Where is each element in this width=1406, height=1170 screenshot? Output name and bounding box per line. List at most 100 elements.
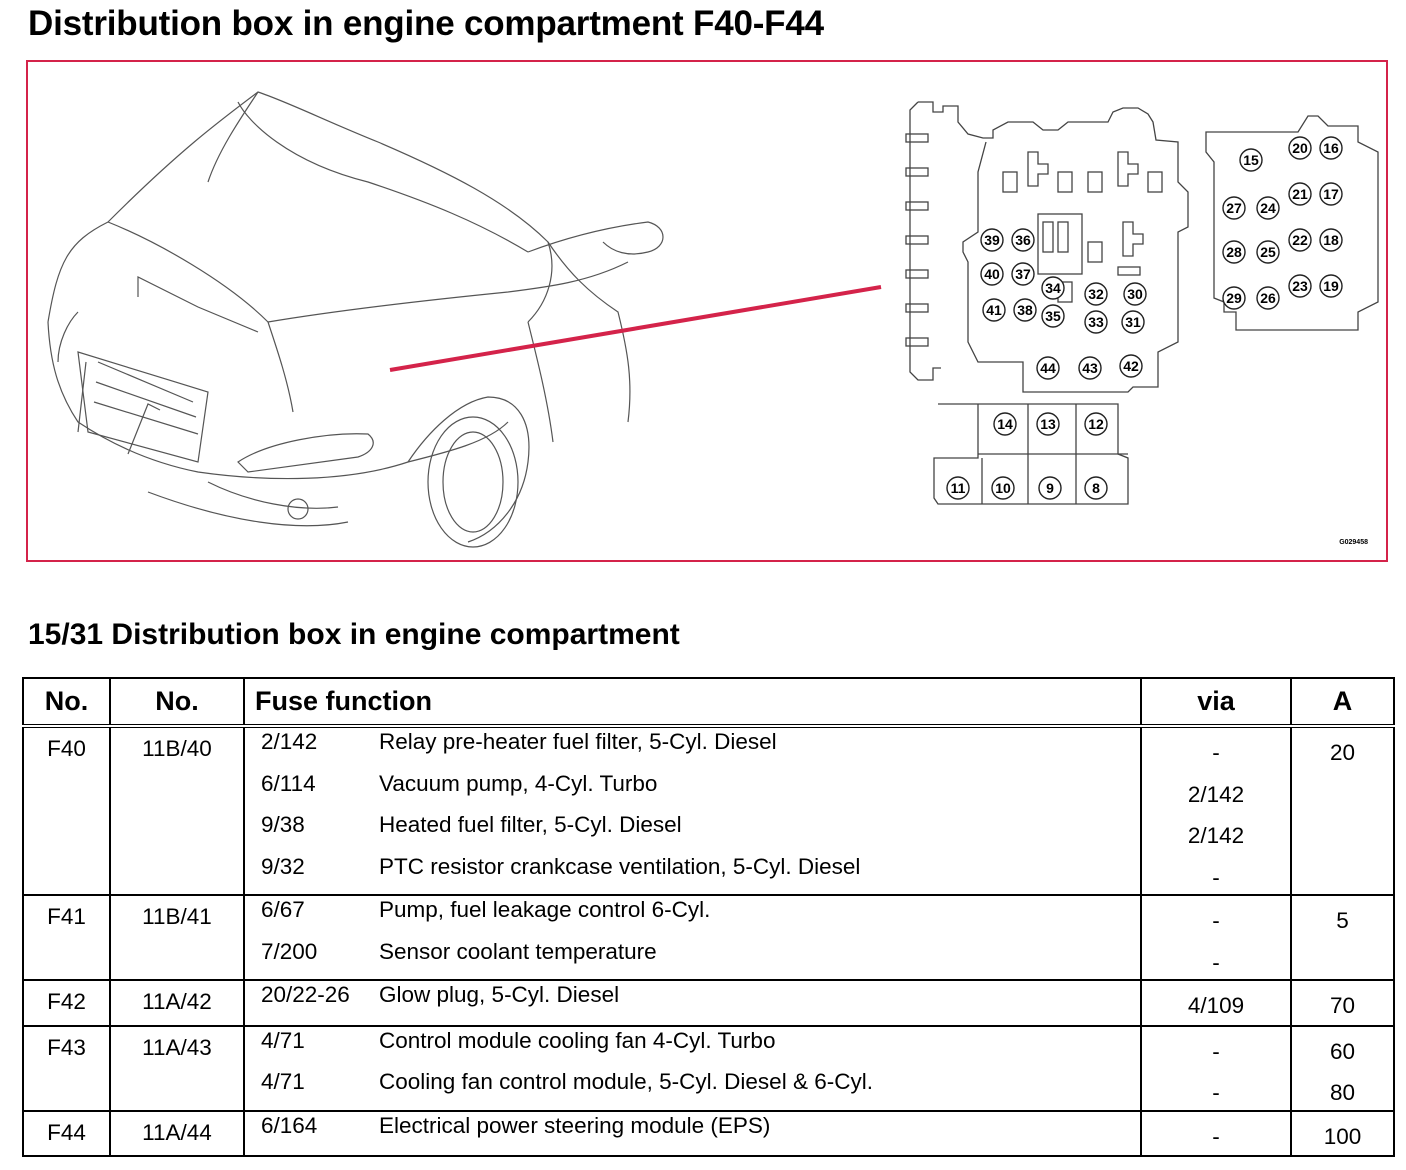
- amps-value: 5: [1336, 908, 1349, 933]
- fuse-marker-16: 16: [1319, 136, 1343, 160]
- header-no-fuse: No.: [22, 677, 111, 728]
- fuse-circle: [1038, 476, 1062, 500]
- cell-via: --: [1140, 1025, 1292, 1111]
- fuse-number: 19: [1323, 278, 1339, 294]
- fuse-number: 32: [1088, 286, 1104, 302]
- fuse-circle: [993, 412, 1017, 436]
- cell-position: 11A/44: [109, 1110, 245, 1156]
- fuse-number: 25: [1260, 244, 1276, 260]
- function-code: 9/32: [261, 853, 305, 879]
- amps-value: 70: [1329, 993, 1356, 1018]
- fuse-marker-20: 20: [1288, 136, 1312, 160]
- function-description: Cooling fan control module, 5-Cyl. Diese…: [379, 1069, 873, 1094]
- fuse-number: 44: [1040, 360, 1056, 376]
- fuse-circle: [1256, 240, 1280, 264]
- fuse-marker-12: 12: [1084, 412, 1108, 436]
- fuse-circle: [980, 262, 1004, 286]
- fuse-position: 11A/44: [142, 1119, 212, 1145]
- header-fuse-function: Fuse function: [243, 677, 1142, 728]
- fuse-marker-11: 11: [946, 476, 970, 500]
- via-value: -: [1212, 864, 1220, 890]
- fuse-marker-22: 22: [1288, 228, 1312, 252]
- fuse-number: 36: [1015, 232, 1031, 248]
- fuse-marker-8: 8: [1084, 476, 1108, 500]
- car-illustration: [47, 91, 664, 548]
- fuse-circle: [1084, 476, 1108, 500]
- fuse-circle: [1319, 274, 1343, 298]
- table-header-row: No. No. Fuse function via A: [22, 677, 1395, 728]
- function-code: 6/67: [261, 897, 305, 922]
- cell-fuse-number: F43: [22, 1025, 111, 1111]
- fuse-marker-39: 39: [980, 228, 1004, 252]
- function-description: Electrical power steering module (EPS): [379, 1112, 771, 1138]
- fuse-marker-25: 25: [1256, 240, 1280, 264]
- fuse-circle: [1078, 356, 1102, 380]
- cell-position: 11A/42: [109, 980, 245, 1026]
- fuse-circle: [1011, 262, 1035, 286]
- cell-fuse-number: F41: [22, 895, 111, 980]
- function-code: 2/142: [261, 729, 318, 754]
- cell-via: -: [1140, 1110, 1292, 1156]
- fuse-marker-30: 30: [1123, 282, 1147, 306]
- fuse-circle: [1041, 276, 1065, 300]
- fuse-marker-34: 34: [1041, 276, 1065, 300]
- fuse-position: 11B/41: [142, 904, 212, 929]
- fuse-circle: [1119, 354, 1143, 378]
- pointer-line: [389, 285, 882, 372]
- fuse-number: 35: [1045, 308, 1061, 324]
- amps-value: 20: [1329, 740, 1356, 765]
- fuse-circle: [1239, 148, 1263, 172]
- fuse-number: 34: [1045, 280, 1061, 296]
- fuse-number: 29: [1226, 290, 1242, 306]
- via-value: -: [1212, 1038, 1220, 1064]
- fuse-circle: [1319, 228, 1343, 252]
- header-no-position: No.: [109, 677, 245, 728]
- fuse-circle: [1036, 356, 1060, 380]
- fuse-marker-13: 13: [1036, 412, 1060, 436]
- fuse-marker-44: 44: [1036, 356, 1060, 380]
- fuse-circle: [1011, 228, 1035, 252]
- fuse-number: 38: [1017, 302, 1033, 318]
- fuse-number: 28: [1226, 244, 1242, 260]
- fuse-number: 15: [1243, 152, 1259, 168]
- fuse-marker-21: 21: [1288, 182, 1312, 206]
- fuse-number: 31: [1125, 314, 1141, 330]
- fuse-circle: [1013, 298, 1037, 322]
- fuse-marker-31: 31: [1121, 310, 1145, 334]
- amps-value: 80: [1329, 1080, 1356, 1105]
- fuse-circle: [1319, 182, 1343, 206]
- fuse-circle: [1319, 136, 1343, 160]
- fuse-id: F43: [47, 1034, 86, 1060]
- fuse-marker-9: 9: [1038, 476, 1062, 500]
- fuse-circle: [982, 298, 1006, 322]
- fuse-number: 12: [1088, 416, 1104, 432]
- fuse-marker-19: 19: [1319, 274, 1343, 298]
- fuse-id: F42: [47, 989, 86, 1014]
- via-value: 4/109: [1187, 993, 1245, 1018]
- fuse-marker-32: 32: [1084, 282, 1108, 306]
- fuse-number: 22: [1292, 232, 1308, 248]
- fuse-number: 40: [984, 266, 1000, 282]
- fuse-circle: [946, 476, 970, 500]
- fuse-circle: [991, 476, 1015, 500]
- fuse-circle: [1084, 282, 1108, 306]
- fuse-number: 24: [1260, 200, 1276, 216]
- header-via: via: [1140, 677, 1292, 728]
- fuse-circle: [1123, 282, 1147, 306]
- fuse-number: 30: [1127, 286, 1143, 302]
- function-description: Heated fuel filter, 5-Cyl. Diesel: [379, 812, 682, 837]
- cell-fuse-number: F44: [22, 1110, 111, 1156]
- fuse-marker-41: 41: [982, 298, 1006, 322]
